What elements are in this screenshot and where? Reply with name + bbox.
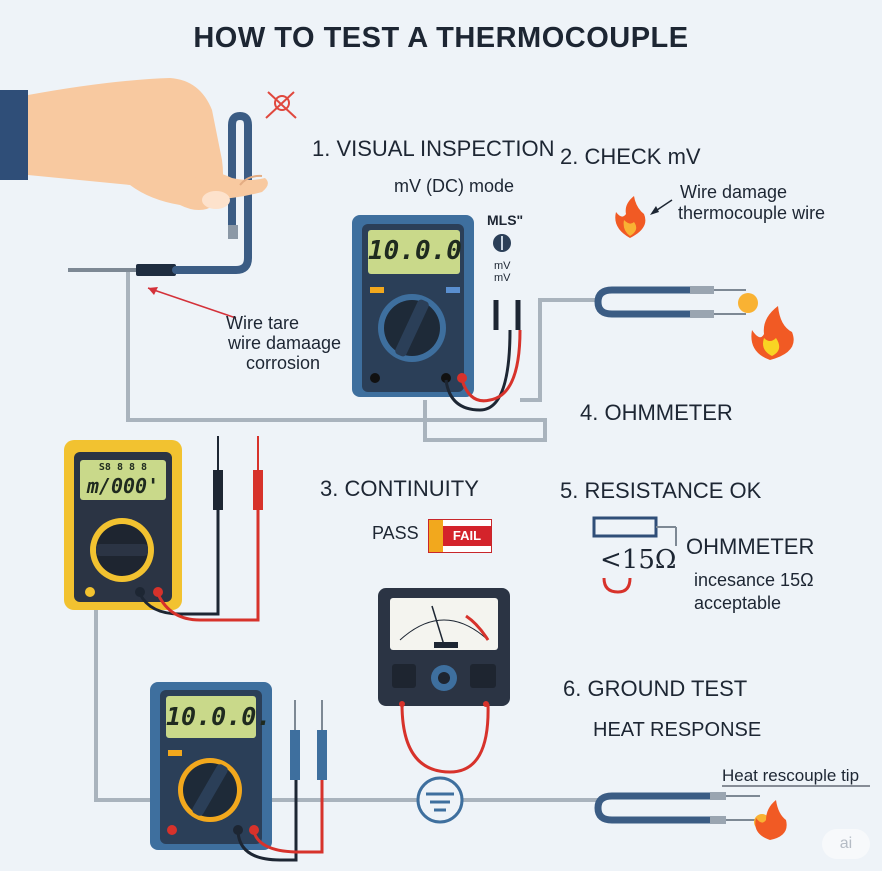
page-title: HOW TO TEST A THERMOCOUPLE	[193, 22, 689, 54]
fail-badge-accent	[429, 520, 443, 552]
step-check-mv: 2. CHECK mV	[560, 144, 701, 169]
step-continuity: 3. CONTINUITY	[320, 476, 479, 501]
mv-mode-label: mV (DC) mode	[394, 176, 515, 196]
yellow-meter-display: m/000'	[86, 474, 160, 498]
wire-tare-note-3: corrosion	[246, 353, 321, 373]
multimeter-top	[352, 215, 474, 397]
mls-label: MLS"	[487, 212, 524, 228]
annotation-arrow-2	[650, 199, 673, 215]
multimeter-yellow	[64, 440, 182, 610]
bottom-meter-display: 10.0.0.	[166, 702, 272, 731]
incesance-note-2: acceptable	[694, 593, 782, 613]
flame-icon-small	[615, 196, 646, 238]
thermocouple-right	[594, 286, 794, 360]
step-ohmmeter: 4. OHMMETER	[580, 400, 733, 425]
wire-tare-note-1: Wire tare	[226, 313, 300, 333]
yellow-meter-display-top: S8 8 8 8	[98, 462, 148, 473]
resistance-gauge	[592, 516, 677, 594]
heat-response-label: HEAT RESPONSE	[593, 719, 762, 741]
thermocouple-probe-top	[68, 111, 252, 276]
probe-leads-top	[444, 300, 522, 412]
step-resistance-ok: 5. RESISTANCE OK	[560, 478, 762, 503]
pass-label: PASS	[372, 523, 419, 543]
annotation-arrow	[147, 287, 237, 319]
ground-symbol-icon	[416, 776, 464, 824]
wire-damage-note-1: Wire damage	[680, 182, 788, 202]
multimeter-bottom	[150, 682, 272, 850]
fail-label: FAIL	[443, 526, 491, 546]
incesance-note-1: incesance 15Ω	[694, 570, 814, 590]
hand-illustration	[0, 78, 268, 210]
resistance-value: <15Ω	[600, 545, 677, 575]
wire-tare-note-2: wire damaage	[228, 333, 342, 353]
thermocouple-bottom	[594, 792, 787, 840]
heat-tip-label: Heat rescouple tip	[722, 766, 860, 785]
mv-label-2: mV	[494, 272, 511, 284]
watermark-badge: ai	[822, 829, 870, 859]
wire-damage-note-2: thermocouple wire	[678, 203, 826, 223]
mv-label-1: mV	[494, 260, 511, 272]
top-meter-display: 10.0.0	[368, 236, 462, 266]
cross-mark-icon	[265, 91, 297, 119]
fail-badge: FAIL	[428, 519, 492, 553]
ohmmeter-label: OHMMETER	[686, 534, 815, 559]
analog-ohmmeter	[378, 588, 510, 774]
step-ground-test: 6. GROUND TEST	[563, 676, 748, 701]
probe-leads-bottom	[236, 700, 327, 862]
step-visual-inspection: 1. VISUAL INSPECTION	[312, 136, 555, 161]
probe-leads-yellow	[138, 436, 263, 622]
